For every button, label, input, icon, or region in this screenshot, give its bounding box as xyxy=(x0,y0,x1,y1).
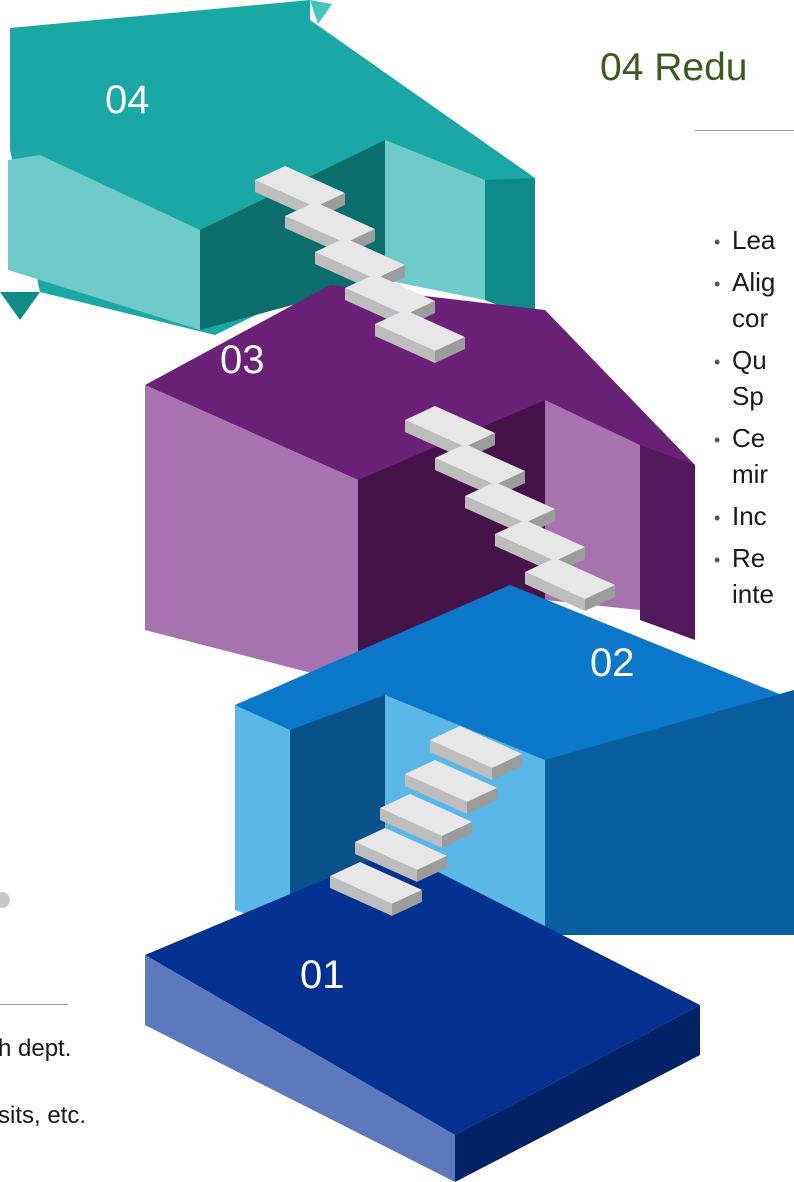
step-03-side xyxy=(640,445,695,640)
bullet-item: •Alig xyxy=(712,264,775,302)
stairs-02-to-01 xyxy=(330,726,522,916)
title-divider xyxy=(695,130,794,131)
step-02-front xyxy=(235,705,290,930)
step-01-front xyxy=(145,955,455,1182)
stair-tread xyxy=(255,166,345,207)
step-04-label: 04 xyxy=(105,78,150,122)
stair-riser xyxy=(375,324,435,363)
stair-tread xyxy=(405,760,497,802)
step-01-block xyxy=(145,850,700,1182)
bullet-item: •Qu xyxy=(712,342,767,380)
stair-side xyxy=(492,753,522,780)
stair-tread xyxy=(355,828,447,870)
stair-side xyxy=(417,855,447,882)
stair-riser xyxy=(405,774,467,814)
bullet-item-continued: mir xyxy=(732,459,769,489)
stair-tread xyxy=(405,406,495,447)
bullet-item-continued: Sp xyxy=(732,381,764,411)
bullet-icon: • xyxy=(714,274,721,295)
step-04-block xyxy=(0,0,535,335)
bullet-item: •Lea xyxy=(712,222,775,260)
slide-title: 04 Redu xyxy=(600,46,748,89)
stair-side xyxy=(392,889,422,916)
stair-riser xyxy=(380,808,442,848)
stairs-04-to-03 xyxy=(255,166,465,363)
step-01-label: 01 xyxy=(300,953,345,997)
bullet-icon: • xyxy=(714,430,721,451)
stairs-03-to-02 xyxy=(405,406,615,611)
stair-side xyxy=(435,337,465,363)
stair-tread xyxy=(435,444,525,485)
bullet-icon: • xyxy=(714,508,721,529)
stair-tread xyxy=(430,726,522,768)
stair-riser xyxy=(430,740,492,780)
bullet-item: •Re xyxy=(712,540,765,578)
step-04-inner-light xyxy=(385,140,485,300)
stair-tread xyxy=(375,310,465,351)
stair-riser xyxy=(355,842,417,882)
left-text-line: h dept. xyxy=(0,1035,72,1062)
left-divider xyxy=(0,1004,68,1005)
bullet-icon: • xyxy=(714,232,721,253)
step-01-side xyxy=(455,1005,700,1182)
stair-tread xyxy=(345,274,435,315)
stair-tread xyxy=(380,794,472,836)
stair-riser xyxy=(435,458,495,497)
bullet-icon: • xyxy=(714,550,721,571)
stair-riser xyxy=(330,876,392,916)
step-04-tip-highlight xyxy=(310,0,332,24)
step-04-front xyxy=(8,155,200,330)
step-04-left-face xyxy=(0,292,40,320)
stair-riser xyxy=(405,420,465,459)
stair-tread xyxy=(330,862,422,904)
bullet-item: •Inc xyxy=(712,498,767,536)
stair-tread xyxy=(315,238,405,279)
bullet-item: •Ce xyxy=(712,420,765,458)
stair-side xyxy=(442,821,472,848)
stair-tread xyxy=(525,558,615,599)
stair-riser xyxy=(495,534,555,573)
step-04-side xyxy=(485,178,535,320)
step-02-label: 02 xyxy=(590,641,635,685)
step-03-label: 03 xyxy=(220,338,265,382)
stair-side xyxy=(467,787,497,814)
step-02-side xyxy=(545,690,794,935)
bullet-icon: • xyxy=(714,352,721,373)
stair-riser xyxy=(465,496,525,535)
stair-tread xyxy=(465,482,555,523)
step-03-front xyxy=(145,385,358,685)
stair-tread xyxy=(285,202,375,243)
step-04-inner xyxy=(200,140,385,330)
bullet-dot-icon xyxy=(0,892,10,908)
step-01-top xyxy=(145,850,700,1135)
bullet-item-continued: cor xyxy=(732,303,769,333)
stair-side xyxy=(585,585,615,611)
stair-riser xyxy=(525,572,585,611)
left-text-line: sits, etc. xyxy=(0,1102,87,1129)
bullet-item-continued: inte xyxy=(732,579,774,609)
stair-tread xyxy=(495,520,585,561)
